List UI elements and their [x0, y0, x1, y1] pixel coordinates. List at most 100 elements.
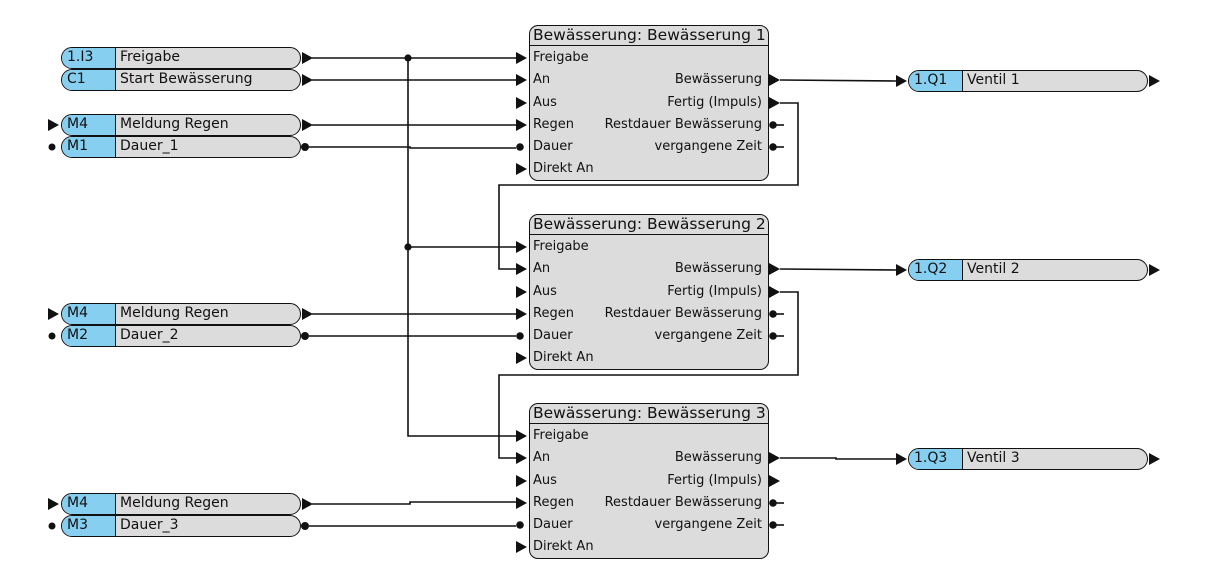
wire-dauer-1 — [309, 146, 516, 149]
pin-vergangene-zeit[interactable]: vergangene Zeit — [654, 328, 763, 343]
signal-address: 1.Q1 — [909, 71, 963, 91]
pin-restdauer[interactable]: Restdauer Bewässerung — [604, 306, 762, 321]
output-in-arrow-icon — [896, 75, 907, 87]
pin-dauer[interactable]: Dauer — [533, 328, 573, 343]
signal-out-arrow-icon — [302, 308, 313, 320]
pin-an[interactable]: An — [533, 450, 551, 465]
signal-address: C1 — [62, 70, 116, 90]
signal-in-dot-icon — [48, 332, 56, 340]
output-in-arrow-icon — [896, 453, 907, 465]
signal-in-dot-icon — [48, 143, 56, 151]
block-in-arrow-icon — [516, 74, 527, 86]
signal-address: 1.I3 — [62, 48, 116, 68]
pin-bewaesserung-out[interactable]: Bewässerung — [674, 261, 762, 276]
signal-in-arrow-icon — [48, 498, 59, 510]
block-out-arrow-icon — [769, 97, 780, 109]
output-out-arrow-icon — [1149, 453, 1160, 465]
wire-ventil-1 — [779, 79, 897, 82]
signal-name: Start Bewässerung — [120, 71, 253, 87]
block-out-arrow-icon — [769, 74, 780, 86]
input-signal-dauer-2[interactable]: M2 Dauer_2 — [61, 325, 301, 347]
signal-name: Dauer_2 — [120, 327, 179, 343]
block-in-arrow-icon — [516, 97, 527, 109]
wire-regen-3 — [312, 501, 516, 505]
pin-regen[interactable]: Regen — [533, 117, 574, 132]
pin-regen[interactable]: Regen — [533, 306, 574, 321]
pin-aus[interactable]: Aus — [533, 95, 557, 110]
block-title: Bewässerung: Bewässerung 3 — [530, 404, 768, 424]
pin-regen[interactable]: Regen — [533, 495, 574, 510]
input-signal-start-bewaesserung[interactable]: C1 Start Bewässerung — [61, 69, 301, 91]
input-signal-meldung-regen-3[interactable]: M4 Meldung Regen — [61, 493, 301, 515]
signal-name: Freigabe — [120, 49, 180, 65]
output-signal-ventil-2[interactable]: 1.Q2 Ventil 2 — [908, 259, 1148, 281]
input-signal-dauer-3[interactable]: M3 Dauer_3 — [61, 515, 301, 537]
signal-name: Ventil 1 — [967, 72, 1020, 88]
block-in-dot-icon — [516, 521, 524, 529]
pin-fertig-impuls[interactable]: Fertig (Impuls) — [667, 284, 762, 299]
block-in-arrow-icon — [516, 430, 527, 442]
block-in-arrow-icon — [516, 475, 527, 487]
block-in-arrow-icon — [516, 286, 527, 298]
pin-freigabe[interactable]: Freigabe — [533, 428, 589, 443]
signal-address: M2 — [62, 326, 116, 346]
block-title: Bewässerung: Bewässerung 1 — [530, 26, 768, 46]
signal-in-arrow-icon — [48, 308, 59, 320]
signal-name: Ventil 3 — [967, 450, 1020, 466]
input-signal-dauer-1[interactable]: M1 Dauer_1 — [61, 136, 301, 158]
signal-out-dot-icon — [301, 143, 309, 151]
block-in-dot-icon — [516, 143, 524, 151]
output-in-arrow-icon — [896, 264, 907, 276]
signal-address: M4 — [62, 115, 116, 135]
pin-vergangene-zeit[interactable]: vergangene Zeit — [654, 139, 763, 154]
block-in-arrow-icon — [516, 497, 527, 509]
signal-out-arrow-icon — [302, 119, 313, 131]
wire-chain-1-2 — [498, 102, 799, 270]
signal-address: 1.Q3 — [909, 449, 963, 469]
pin-direkt-an[interactable]: Direkt An — [533, 350, 594, 365]
pin-aus[interactable]: Aus — [533, 284, 557, 299]
output-signal-ventil-1[interactable]: 1.Q1 Ventil 1 — [908, 70, 1148, 92]
pin-an[interactable]: An — [533, 261, 551, 276]
block-out-dot-icon — [769, 499, 777, 507]
block-in-arrow-icon — [516, 352, 527, 364]
block-bewaesserung-3[interactable]: Bewässerung: Bewässerung 3 Freigabe An A… — [529, 403, 769, 559]
signal-out-arrow-icon — [302, 498, 313, 510]
block-out-arrow-icon — [769, 263, 780, 275]
pin-restdauer[interactable]: Restdauer Bewässerung — [604, 117, 762, 132]
input-signal-freigabe[interactable]: 1.I3 Freigabe — [61, 47, 301, 69]
block-in-arrow-icon — [516, 541, 527, 553]
block-bewaesserung-1[interactable]: Bewässerung: Bewässerung 1 Freigabe An A… — [529, 25, 769, 181]
pin-dauer[interactable]: Dauer — [533, 139, 573, 154]
pin-fertig-impuls[interactable]: Fertig (Impuls) — [667, 473, 762, 488]
block-out-dot-icon — [769, 332, 777, 340]
block-in-dot-icon — [516, 332, 524, 340]
pin-aus[interactable]: Aus — [533, 473, 557, 488]
input-signal-meldung-regen-1[interactable]: M4 Meldung Regen — [61, 114, 301, 136]
signal-address: 1.Q2 — [909, 260, 963, 280]
block-out-arrow-icon — [769, 475, 780, 487]
wire-ventil-3 — [780, 457, 896, 460]
block-out-dot-icon — [769, 310, 777, 318]
block-out-dot-icon — [769, 121, 777, 129]
pin-an[interactable]: An — [533, 72, 551, 87]
pin-direkt-an[interactable]: Direkt An — [533, 161, 594, 176]
input-signal-meldung-regen-2[interactable]: M4 Meldung Regen — [61, 303, 301, 325]
pin-dauer[interactable]: Dauer — [533, 517, 573, 532]
pin-bewaesserung-out[interactable]: Bewässerung — [674, 72, 762, 87]
output-out-arrow-icon — [1149, 264, 1160, 276]
block-bewaesserung-2[interactable]: Bewässerung: Bewässerung 2 Freigabe An A… — [529, 214, 769, 370]
block-in-arrow-icon — [516, 119, 527, 131]
pin-vergangene-zeit[interactable]: vergangene Zeit — [654, 517, 763, 532]
pin-bewaesserung-out[interactable]: Bewässerung — [674, 450, 762, 465]
block-in-arrow-icon — [516, 452, 527, 464]
signal-name: Ventil 2 — [967, 261, 1020, 277]
pin-freigabe[interactable]: Freigabe — [533, 50, 589, 65]
pin-restdauer[interactable]: Restdauer Bewässerung — [604, 495, 762, 510]
output-signal-ventil-3[interactable]: 1.Q3 Ventil 3 — [908, 448, 1148, 470]
signal-out-dot-icon — [301, 332, 309, 340]
pin-freigabe[interactable]: Freigabe — [533, 239, 589, 254]
pin-fertig-impuls[interactable]: Fertig (Impuls) — [667, 95, 762, 110]
pin-direkt-an[interactable]: Direkt An — [533, 539, 594, 554]
